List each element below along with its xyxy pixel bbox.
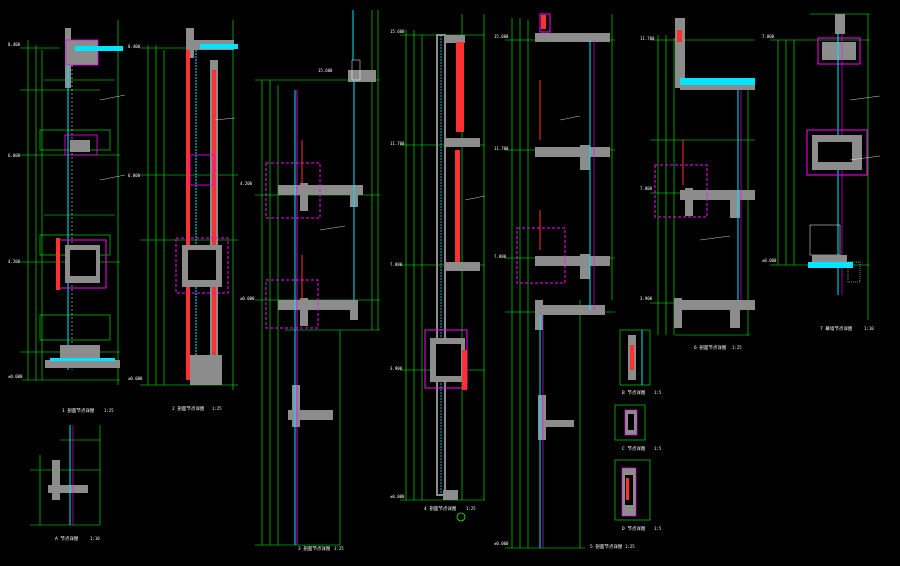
detail-a-scale: 1:10 bbox=[90, 536, 100, 541]
section-1-drawing: 8.400 6.000 4.200 ±0.000 1 剖面节点详图 1:25 bbox=[8, 20, 123, 414]
detail-c-drawing: C 节点详图 1:5 bbox=[614, 404, 662, 452]
section-4-scale: 1:25 bbox=[466, 506, 476, 511]
section-2-scale: 1:25 bbox=[212, 406, 222, 411]
section-3-scale: 1:25 bbox=[334, 546, 344, 551]
svg-text:4.200: 4.200 bbox=[8, 259, 21, 264]
svg-text:8.400: 8.400 bbox=[8, 42, 21, 47]
section-5-caption: 5 剖面节点详图 bbox=[590, 543, 623, 550]
section-6-drawing: 11.700 7.800 3.900 6 剖面节点详图 1:25 bbox=[640, 18, 755, 351]
svg-text:±0.000: ±0.000 bbox=[494, 541, 509, 546]
detail-a-drawing: A 节点详图 1:10 bbox=[30, 425, 101, 542]
svg-text:15.600: 15.600 bbox=[318, 68, 333, 73]
svg-text:7.800: 7.800 bbox=[762, 34, 775, 39]
svg-text:3.900: 3.900 bbox=[390, 366, 403, 371]
detail-a-caption: A 节点详图 bbox=[55, 535, 79, 542]
detail-c-caption: C 节点详图 bbox=[622, 445, 646, 452]
detail-c-scale: 1:5 bbox=[654, 446, 662, 451]
detail-d-scale: 1:5 bbox=[654, 526, 662, 531]
svg-text:3.900: 3.900 bbox=[640, 296, 653, 301]
svg-text:7.800: 7.800 bbox=[494, 254, 507, 259]
annotation-leaders bbox=[99, 94, 881, 241]
svg-text:15.600: 15.600 bbox=[390, 29, 405, 34]
svg-text:11.700: 11.700 bbox=[640, 36, 655, 41]
section-1-caption: 1 剖面节点详图 bbox=[62, 407, 95, 414]
section-3-drawing: 4.200 ±0.000 15.600 3 剖面节点详图 1:25 bbox=[240, 10, 380, 552]
svg-text:7.800: 7.800 bbox=[640, 186, 653, 191]
svg-text:8.400: 8.400 bbox=[128, 44, 141, 49]
section-1-scale: 1:25 bbox=[104, 408, 114, 413]
detail-d-caption: D 节点详图 bbox=[622, 525, 646, 532]
section-7-scale: 1:10 bbox=[864, 326, 874, 331]
detail-b-drawing: B 节点详图 1:5 bbox=[619, 329, 662, 396]
svg-text:4.200: 4.200 bbox=[240, 181, 253, 186]
svg-text:11.700: 11.700 bbox=[494, 146, 509, 151]
svg-text:7.800: 7.800 bbox=[390, 262, 403, 267]
section-5-drawing: 15.600 11.700 7.800 ±0.000 5 剖面节点详图 1:25 bbox=[494, 13, 635, 550]
detail-b-scale: 1:5 bbox=[654, 390, 662, 395]
section-3-caption: 3 剖面节点详图 bbox=[298, 545, 331, 552]
svg-text:±0.000: ±0.000 bbox=[128, 376, 143, 381]
section-7-caption: 7 幕墙节点详图 bbox=[820, 325, 853, 332]
section-6-caption: 6 剖面节点详图 bbox=[694, 344, 727, 351]
svg-text:6.000: 6.000 bbox=[8, 153, 21, 158]
svg-text:±0.000: ±0.000 bbox=[8, 374, 23, 379]
svg-text:15.600: 15.600 bbox=[494, 34, 509, 39]
section-2-drawing: 8.400 6.000 ±0.000 2 剖面节点详图 1:25 bbox=[128, 20, 238, 412]
svg-text:±0.000: ±0.000 bbox=[762, 258, 777, 263]
section-7-drawing: 7.800 ±0.000 7 幕墙节点详图 1:10 bbox=[762, 13, 874, 332]
section-4-drawing: 15.600 11.700 7.800 3.900 ±0.000 4 剖面节点详图 1… bbox=[390, 14, 485, 522]
section-5-scale: 1:25 bbox=[625, 544, 635, 549]
svg-text:±0.000: ±0.000 bbox=[240, 296, 255, 301]
svg-text:11.700: 11.700 bbox=[390, 141, 405, 146]
svg-text:±0.000: ±0.000 bbox=[390, 494, 405, 499]
section-2-caption: 2 剖面节点详图 bbox=[172, 405, 205, 412]
detail-b-caption: B 节点详图 bbox=[622, 389, 646, 396]
section-6-scale: 1:25 bbox=[732, 345, 742, 350]
section-4-caption: 4 剖面节点详图 bbox=[424, 505, 457, 512]
detail-d-drawing: D 节点详图 1:5 bbox=[614, 459, 662, 532]
svg-text:6.000: 6.000 bbox=[128, 173, 141, 178]
